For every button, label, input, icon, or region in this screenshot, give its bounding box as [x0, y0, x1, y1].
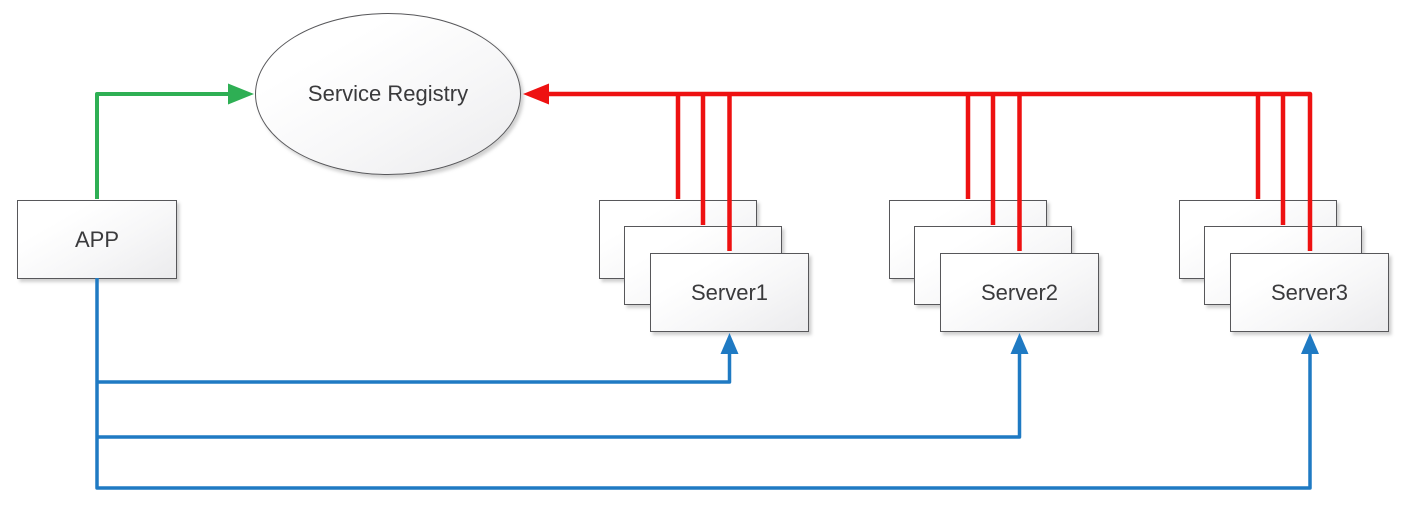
server2-invoke-arrowhead-icon	[1010, 333, 1029, 354]
app-label: APP	[74, 226, 120, 252]
service-registry-node: Service Registry	[255, 13, 521, 175]
app-node: APP	[17, 200, 177, 279]
server1-label: Server1	[690, 279, 769, 305]
server1-node: Server1	[650, 253, 809, 332]
server2-label: Server2	[980, 279, 1059, 305]
app-to-registry-arrowhead-icon	[228, 83, 254, 105]
server3-label: Server3	[1270, 279, 1349, 305]
server2-node: Server2	[940, 253, 1099, 332]
app-to-server2-edge	[95, 352, 1022, 439]
server3-invoke-arrowhead-icon	[1301, 333, 1319, 354]
service-registry-label: Service Registry	[307, 81, 469, 106]
server1-invoke-arrowhead-icon	[720, 333, 739, 354]
app-to-registry-edge	[95, 92, 229, 199]
servers-to-registry-arrowhead-icon	[523, 83, 549, 105]
app-to-server1-edge	[95, 352, 732, 384]
server3-node: Server3	[1230, 253, 1389, 332]
